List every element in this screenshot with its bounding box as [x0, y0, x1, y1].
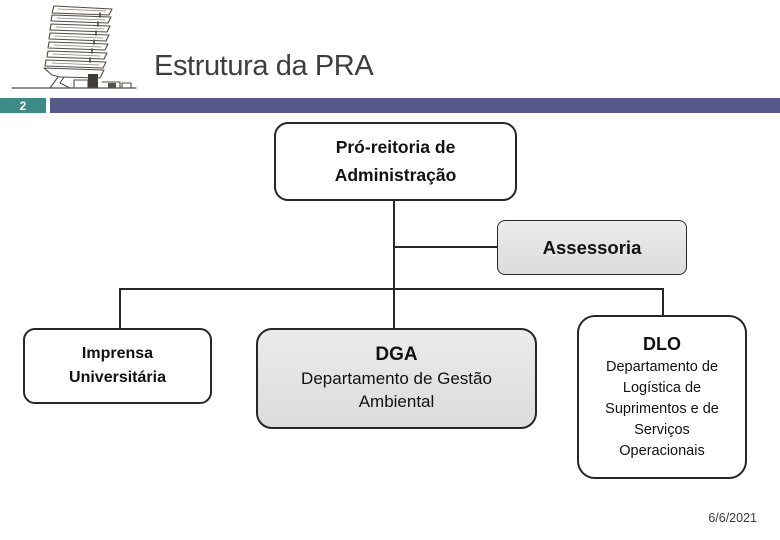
org-box-assessoria: Assessoria [497, 220, 687, 275]
connector-imprensa-drop [119, 288, 121, 328]
header-band: 2 [0, 98, 780, 113]
connector-dlo-drop [662, 288, 664, 316]
org-box-dlo-subtitle: Departamento de Logística de Suprimentos… [605, 358, 719, 459]
connector-assessoria-branch [393, 246, 497, 248]
org-box-dlo: DLO Departamento de Logística de Suprime… [577, 315, 747, 479]
org-box-assessoria-label: Assessoria [542, 236, 642, 258]
org-box-imprensa-label: Imprensa Universitária [69, 345, 166, 386]
org-box-dlo-title: DLO [643, 334, 681, 355]
building-sketch-icon [8, 2, 140, 94]
accent-bar [50, 98, 780, 113]
connector-horizontal-span [119, 288, 664, 290]
org-box-dga: DGA Departamento de Gestão Ambiental [256, 328, 537, 429]
org-box-pro-reitoria-label: Pró-reitoria de Administração [334, 137, 457, 185]
slide-date: 6/6/2021 [708, 511, 757, 525]
slide-number-badge: 2 [0, 98, 46, 113]
connector-root-vertical [393, 201, 395, 328]
org-box-imprensa: Imprensa Universitária [23, 328, 212, 404]
org-box-dga-subtitle: Departamento de Gestão Ambiental [301, 368, 492, 411]
org-box-dga-title: DGA [375, 344, 418, 366]
slide-title: Estrutura da PRA [154, 50, 374, 82]
org-box-pro-reitoria: Pró-reitoria de Administração [274, 122, 517, 201]
